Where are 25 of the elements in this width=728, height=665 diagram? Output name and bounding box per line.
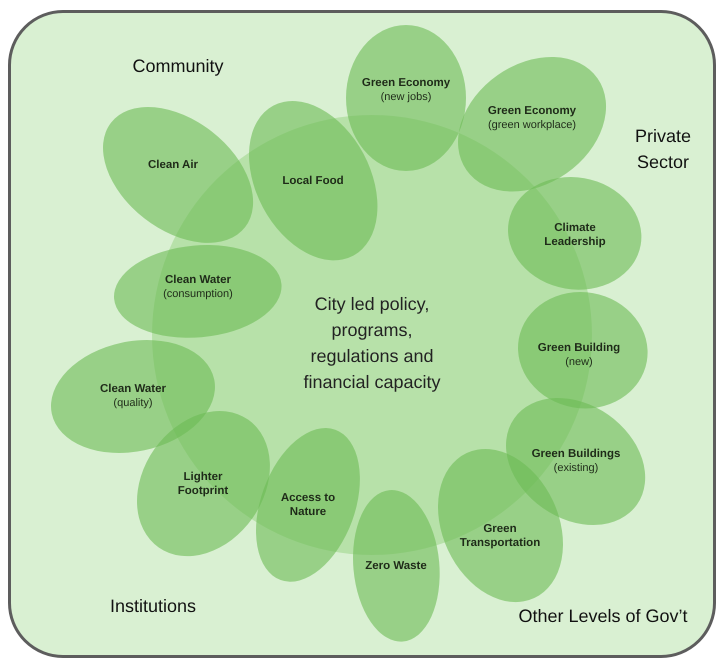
petal-title: Zero Waste [365, 558, 427, 573]
petal-subtitle: (green workplace) [488, 118, 576, 132]
petal-title: Lighter Footprint [176, 470, 230, 498]
petal-title: Access to Nature [280, 490, 336, 519]
sector-label: Community [131, 55, 225, 78]
petal-title: Green Building [538, 340, 620, 355]
petal-title: Green Transportation [458, 522, 542, 550]
petal-subtitle: (new) [565, 354, 593, 369]
petal-title: Clean Air [148, 158, 198, 172]
petal-title: Climate Leadership [543, 220, 607, 249]
sector-label: Institutions [108, 595, 198, 618]
petal-title: Clean Water [100, 382, 166, 396]
petal-subtitle: (quality) [113, 396, 153, 410]
region-panel [8, 10, 716, 658]
petal-title: Green Economy [488, 104, 576, 118]
sector-label: Other Levels of Gov’t [517, 605, 689, 628]
center-text: City led policy, programs, regulations and financial capacity [302, 293, 442, 394]
petal-title: Local Food [282, 174, 344, 188]
petal-subtitle: (new jobs) [380, 90, 432, 104]
petal-subtitle: (consumption) [163, 286, 233, 301]
petal-title: Clean Water [164, 272, 231, 287]
petal-title: Green Economy [362, 76, 450, 90]
petal-subtitle: (existing) [554, 460, 598, 475]
sector-label: Private Sector [634, 125, 692, 174]
petal-title: Green Buildings [532, 446, 620, 461]
